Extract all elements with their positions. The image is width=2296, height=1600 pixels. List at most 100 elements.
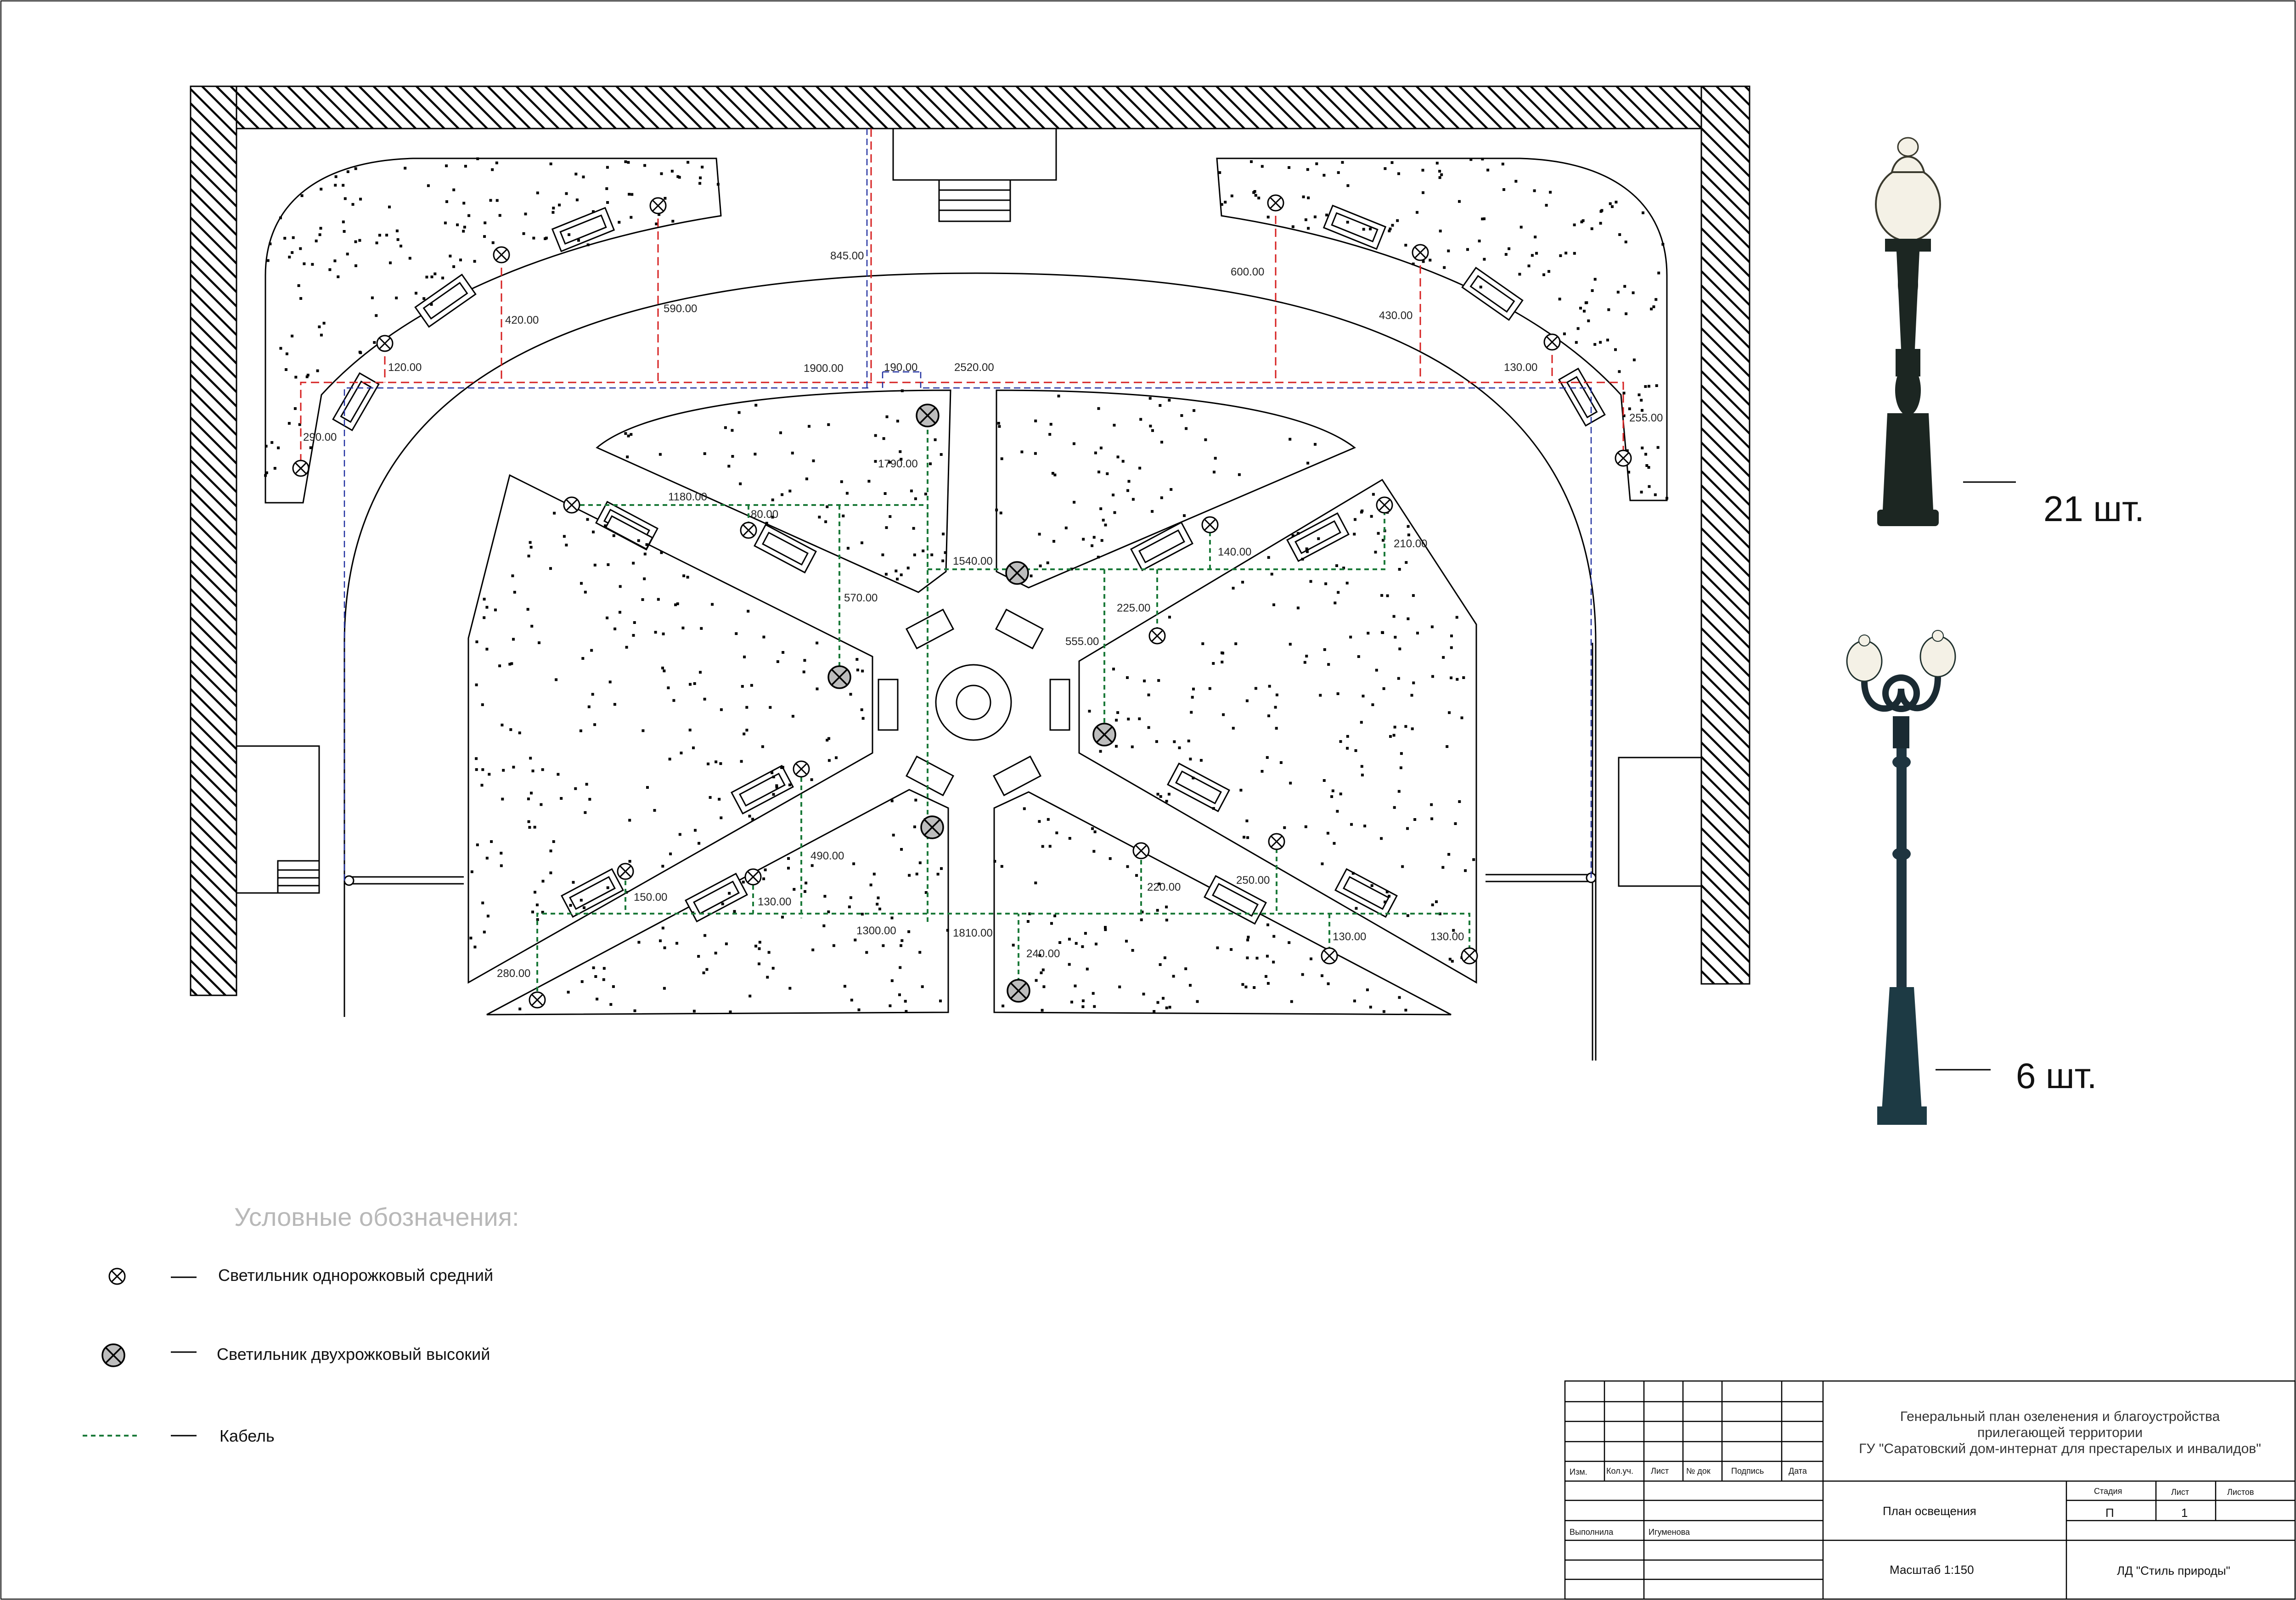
planting-dot xyxy=(1095,943,1097,946)
planting-dot xyxy=(1126,865,1129,868)
planting-dot xyxy=(569,904,572,907)
planting-dot xyxy=(1306,461,1310,465)
planting-dot xyxy=(700,627,703,630)
entrances xyxy=(236,128,1702,894)
planting-dot xyxy=(725,942,728,945)
planting-dot xyxy=(669,852,672,855)
planting-dot xyxy=(476,843,479,847)
planting-dot xyxy=(1127,718,1130,721)
planting-dot xyxy=(1391,224,1394,227)
planting-dot xyxy=(1609,202,1612,205)
planting-dot xyxy=(826,739,829,742)
planting-dot xyxy=(322,321,326,325)
planting-dot xyxy=(483,616,486,619)
planting-dot xyxy=(1038,820,1041,823)
planting-dot xyxy=(531,769,535,773)
planting-dot xyxy=(1632,291,1635,294)
planting-dot xyxy=(584,590,587,594)
planting-dot xyxy=(1189,984,1192,987)
planting-dot xyxy=(896,578,899,581)
planting-dot xyxy=(1374,550,1377,554)
planting-dot xyxy=(1151,429,1154,432)
planting-dot xyxy=(279,216,282,219)
planting-dot xyxy=(900,848,903,851)
planting-dot xyxy=(895,569,898,573)
planting-dot xyxy=(1040,971,1043,974)
planting-dot xyxy=(463,225,466,229)
planting-dot xyxy=(1640,490,1643,494)
planting-dot xyxy=(1159,404,1162,407)
planting-dot xyxy=(701,165,704,168)
planting-dot xyxy=(538,641,540,644)
planting-dot xyxy=(430,303,433,306)
planting-dot xyxy=(855,658,859,661)
planting-dot xyxy=(1317,537,1320,540)
planting-dot xyxy=(529,545,533,549)
planting-dot xyxy=(1241,581,1244,584)
planting-dot xyxy=(637,539,640,542)
planting-dot xyxy=(628,819,631,822)
planting-dot xyxy=(882,437,885,440)
planting-dot xyxy=(1623,285,1626,288)
planting-dot xyxy=(861,541,863,545)
planting-dot xyxy=(1353,999,1356,1003)
building-walls xyxy=(190,85,1750,996)
planting-dot xyxy=(1153,1010,1156,1013)
planting-dot xyxy=(688,729,692,732)
planting-dot xyxy=(500,864,503,867)
planting-dot xyxy=(512,765,515,769)
planting-dot xyxy=(1450,676,1453,679)
planting-dot xyxy=(1026,920,1030,923)
planting-dot xyxy=(265,471,268,474)
title-block-column: № док xyxy=(1686,1466,1711,1476)
planting-dot xyxy=(899,966,902,969)
planting-dot xyxy=(661,865,664,868)
planting-dot xyxy=(1647,466,1650,469)
planting-dot xyxy=(1628,407,1631,410)
planting-dot xyxy=(1035,979,1038,982)
planting-dot xyxy=(441,276,445,280)
planting-dot xyxy=(1451,960,1454,963)
planting-dot xyxy=(660,172,663,175)
planting-dot xyxy=(502,769,505,772)
planting-dot xyxy=(1184,967,1187,971)
planting-dot xyxy=(1452,929,1455,932)
planting-dot xyxy=(805,881,808,885)
planting-dot xyxy=(918,951,922,954)
planting-dot xyxy=(1238,473,1241,476)
planting-dot xyxy=(845,492,849,495)
planting-dot xyxy=(1337,591,1340,594)
planting-dot xyxy=(371,296,374,299)
planting-dot xyxy=(860,708,863,711)
dimension-label: 255.00 xyxy=(1629,412,1663,424)
planting-dot xyxy=(913,825,916,828)
planting-dot xyxy=(619,585,622,588)
planting-dot xyxy=(1362,695,1365,698)
dimension-label: 225.00 xyxy=(1117,602,1150,614)
planting-dot xyxy=(1245,820,1249,822)
planting-dot xyxy=(486,915,490,918)
planting-dot xyxy=(1289,438,1292,441)
planting-dot xyxy=(802,670,805,674)
planting-dot xyxy=(686,576,689,579)
planting-dot xyxy=(1232,587,1235,590)
planting-dot xyxy=(1548,270,1550,273)
planting-dot xyxy=(1138,717,1141,720)
planting-dot xyxy=(659,939,662,943)
planting-dot xyxy=(1073,500,1076,504)
planting-dot xyxy=(1450,634,1453,638)
planting-dot xyxy=(1323,648,1326,651)
planting-dot xyxy=(1041,968,1045,971)
planting-dot xyxy=(618,221,621,224)
planting-dot xyxy=(311,263,314,266)
planting-dot xyxy=(1481,157,1484,161)
planting-dot xyxy=(1390,161,1394,164)
planting-dot xyxy=(1585,301,1588,304)
planting-dot xyxy=(1072,442,1075,445)
planting-dot xyxy=(653,809,656,812)
planting-dot xyxy=(1479,286,1482,289)
planting-dot xyxy=(316,369,319,372)
planting-dot xyxy=(632,634,635,637)
planting-dot xyxy=(1310,957,1312,960)
planting-dot xyxy=(375,314,378,317)
